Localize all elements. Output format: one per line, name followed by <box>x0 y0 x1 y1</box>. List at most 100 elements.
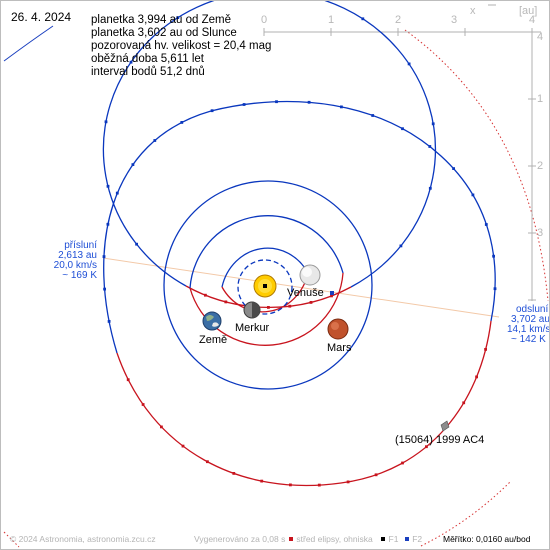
asteroid-icon <box>440 420 450 432</box>
orbit-point-mark <box>102 255 106 258</box>
orbit-point-mark <box>330 294 333 298</box>
period-text: oběžná doba 5,611 let <box>91 53 204 65</box>
orbit-point-mark <box>181 444 185 448</box>
sun-icon <box>253 274 277 298</box>
orbit-point-mark <box>428 186 432 190</box>
orbit-point-mark <box>129 60 133 64</box>
orbit-point-mark <box>289 483 292 487</box>
orbit-point-mark <box>115 191 119 195</box>
inner-dashed-orbit <box>237 259 293 315</box>
footer-generated: Vygenerováno za 0,08 s <box>194 534 286 544</box>
outer-orbit-arc <box>404 29 549 302</box>
mercury-icon <box>243 301 261 319</box>
venus-orbit-blue <box>189 215 344 289</box>
orbit-point-mark <box>131 163 135 166</box>
orbit-point-mark <box>307 100 311 104</box>
orbit-point-mark <box>210 109 214 113</box>
perihelion-temperature: ~ 169 K <box>62 270 97 281</box>
orbit-point-mark <box>484 348 487 351</box>
orbit-point-mark <box>401 461 404 465</box>
ruler-tick-2: 2 <box>395 14 402 26</box>
legend-center-label: střed elipsy, ohniska <box>296 534 373 544</box>
interval-text: interval bodů 51,2 dnů <box>91 66 205 78</box>
mars-icon <box>327 318 349 340</box>
orbit-point-mark <box>260 479 264 483</box>
footer-copyright: © 2024 Astronomia, astronomia.zcu.cz <box>10 534 156 544</box>
ruler-right-tick-3: 3 <box>537 227 544 239</box>
orbit-point-mark <box>471 193 475 197</box>
asteroid-label: (15064) 1999 AC4 <box>395 434 485 446</box>
legend-f1-marker <box>381 537 386 541</box>
orbit-point-mark <box>153 139 157 142</box>
orbit-point-mark <box>242 103 246 106</box>
orbit-point-mark <box>401 127 404 131</box>
legend-f2-label: F2 <box>412 534 423 544</box>
asteroid-orbit-blue <box>103 100 496 354</box>
earth-orbit <box>163 180 373 390</box>
mars-label: Mars <box>327 342 352 354</box>
orbit-point-mark <box>346 480 350 484</box>
orbit-point-mark <box>224 300 228 304</box>
orbit-point-mark <box>428 145 432 148</box>
perihelion-title: přísluní <box>64 240 97 251</box>
orbit-point-mark <box>103 287 106 291</box>
ruler-unit-label: [au] <box>519 5 538 17</box>
venus-label: Venuše <box>287 287 324 299</box>
aphelion-distance: 3,702 au <box>511 314 550 325</box>
mercury-orbit-blue <box>221 247 309 288</box>
orbit-point-mark <box>288 304 292 308</box>
sun-distance-text: planetka 3,602 au od Slunce <box>91 27 237 39</box>
ruler-tick-1: 1 <box>328 14 335 26</box>
orbit-point-mark <box>275 100 278 104</box>
orbit-point-mark <box>484 223 488 226</box>
orbit-point-mark <box>267 306 270 309</box>
date-label: 26. 4. 2024 <box>11 10 72 24</box>
orbit-point-mark <box>104 120 108 124</box>
orbit-point-mark <box>492 254 495 258</box>
orbit-point-mark <box>232 472 236 475</box>
orbit-point-mark <box>176 16 180 19</box>
mercury-orbit-red <box>221 272 309 313</box>
orbit-point-mark <box>206 460 209 464</box>
orbit-point-mark <box>399 244 403 248</box>
apsis-line <box>102 257 500 318</box>
outer-orbit-arc-2 <box>3 25 54 62</box>
orbit-point-mark <box>462 401 466 405</box>
legend-f2-marker <box>404 537 409 541</box>
orbit-point-mark <box>135 242 138 246</box>
orbit-point-mark <box>309 301 313 304</box>
orbit-point-mark <box>141 403 145 406</box>
perihelion-distance: 2,613 au <box>58 250 97 261</box>
scale-ruler <box>263 28 541 301</box>
ruler-tick-0: 0 <box>261 14 268 26</box>
footer-legend: střed elipsy, ohniska F1 F2 <box>288 534 422 544</box>
orbit-point-mark <box>493 287 497 291</box>
orbit-point-mark <box>374 473 378 477</box>
ruler-tick-4: 4 <box>529 14 536 26</box>
mercury-label: Merkur <box>235 322 270 334</box>
orbit-point-mark <box>475 375 478 379</box>
ruler-right-tick-2: 2 <box>537 160 544 172</box>
ruler-tick-3: 3 <box>451 14 458 26</box>
ruler-right-tick-4: 4 <box>537 31 544 43</box>
aphelion-speed: 14,1 km/s <box>507 324 550 335</box>
orbit-point-mark <box>425 445 428 449</box>
ruler-x-label: x <box>470 5 476 17</box>
magnitude-text: pozorovaná hv. velikost = 20,4 mag <box>91 40 272 52</box>
ruler-right-tick-1: 1 <box>537 93 544 105</box>
earth-icon <box>202 311 222 331</box>
perihelion-speed: 20,0 km/s <box>53 260 97 271</box>
orbit-point-mark <box>204 293 207 297</box>
orbit-point-mark <box>452 167 455 170</box>
orbit-point-mark <box>361 17 365 21</box>
orbit-point-mark <box>107 320 111 323</box>
orbit-point-mark <box>371 114 375 117</box>
asteroid-orbit-red <box>116 320 492 487</box>
mars-orbit-blue <box>102 1 436 288</box>
venus-icon <box>299 264 321 286</box>
orbit-point-mark <box>407 62 411 66</box>
orbit-point-mark <box>180 121 184 124</box>
orbit-point-mark <box>431 122 435 126</box>
